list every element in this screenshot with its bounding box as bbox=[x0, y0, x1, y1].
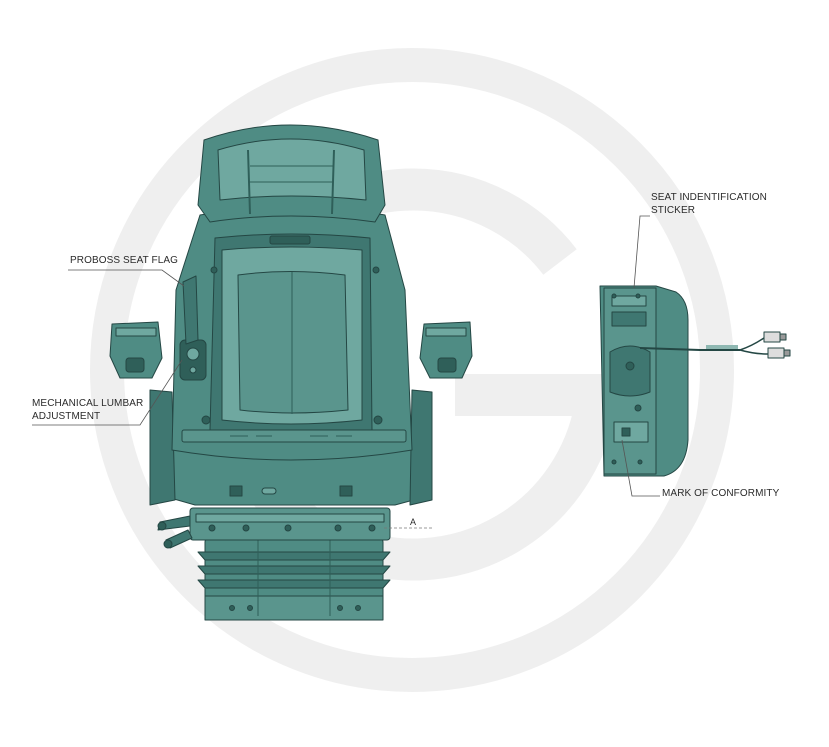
seat-slide-rail bbox=[157, 507, 391, 549]
headrest bbox=[197, 124, 386, 223]
callout-mark-of-conformity: MARK OF CONFORMITY bbox=[662, 488, 780, 499]
callout-leader-lines bbox=[32, 215, 660, 497]
callout-mechanical-lumbar-line1: MECHANICAL LUMBAR bbox=[32, 398, 144, 409]
seat-illustration bbox=[109, 124, 473, 621]
dimension-a-label: A bbox=[410, 517, 417, 527]
leader-mechanical-lumbar bbox=[32, 359, 183, 426]
callout-seat-identification-line1: SEAT INDENTIFICATION bbox=[651, 192, 767, 203]
seat-suspension bbox=[197, 537, 391, 621]
callout-mechanical-lumbar-line2: ADJUSTMENT bbox=[32, 411, 101, 422]
leader-seat-identification bbox=[633, 215, 650, 289]
callout-seat-identification-line2: STICKER bbox=[651, 205, 696, 216]
seat-side-detail bbox=[599, 285, 791, 477]
right-armrest bbox=[419, 321, 473, 379]
callout-proboss-seat-flag: PROBOSS SEAT FLAG bbox=[70, 255, 179, 266]
leader-mark-of-conformity bbox=[621, 439, 660, 497]
leader-proboss-seat-flag bbox=[68, 269, 185, 287]
lumbar-knob bbox=[179, 339, 207, 381]
left-armrest bbox=[109, 321, 163, 379]
proboss-seat-flag bbox=[182, 275, 199, 345]
